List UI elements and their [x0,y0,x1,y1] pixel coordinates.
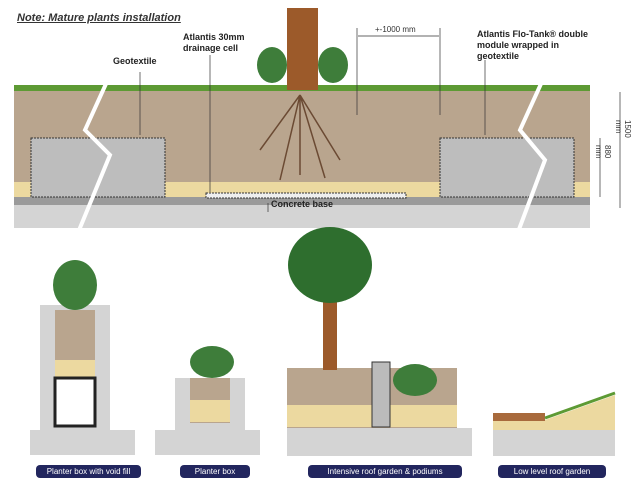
leader-lines [139,55,486,212]
height-total-label: 1500 mm [614,120,632,138]
planter-void-fill [30,260,135,455]
concrete-label: Concrete base [271,199,334,209]
note-title: Note: Mature plants installation [17,12,181,24]
concrete-base [14,205,590,228]
flo-tank-right [439,137,575,198]
drainage-cell-label: Atlantis 30mm drainage cell [183,32,245,53]
label-low-level-roof-garden: Low level roof garden [498,465,606,478]
spacing-label: +-1000 mm [375,25,416,34]
spacing-dimension [356,28,441,115]
geotextile-label: Geotextile [113,56,157,66]
shrub-left [257,47,287,83]
roots [259,94,341,181]
label-planter-box: Planter box [180,465,250,478]
label-intensive-roof-garden: Intensive roof garden & podiums [308,465,462,478]
break-lines [73,74,548,241]
drainage-cell [205,192,407,199]
drainage-layer [14,197,590,205]
shrub-right [318,47,348,83]
planter-box [155,346,260,455]
cross-section [14,8,621,241]
height-dimensions [599,92,621,208]
low-level-roof-garden [493,391,616,456]
height-module-label: 880 mm [594,145,612,159]
flotank-label: Atlantis Flo-Tank® double module wrapped… [477,29,588,61]
palm-trunk [287,8,318,90]
label-planter-void-fill: Planter box with void fill [36,465,141,478]
intensive-roof-garden [287,227,472,456]
